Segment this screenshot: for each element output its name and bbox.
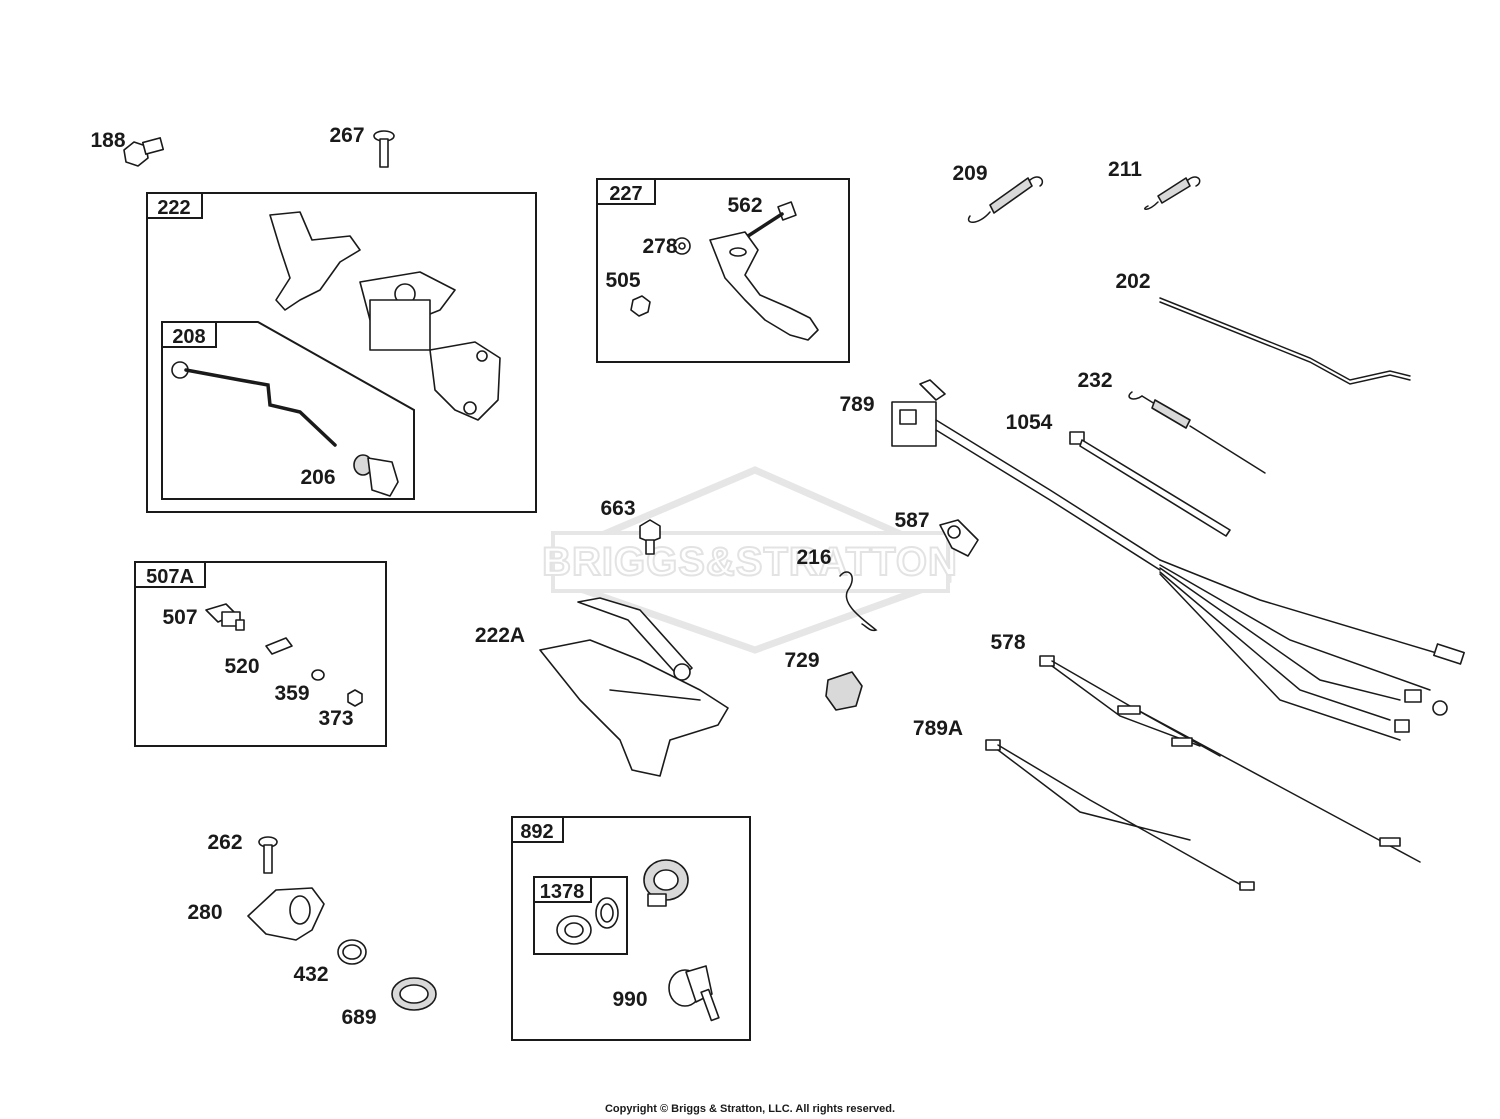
part-label-202: 202: [1115, 270, 1150, 293]
part-689-spring-icon[interactable]: [391, 977, 437, 1011]
part-label-663: 663: [600, 497, 635, 520]
part-789-wiring-harness-icon[interactable]: [891, 379, 1465, 741]
part-209-spring-icon[interactable]: [967, 176, 1044, 223]
part-label-232: 232: [1077, 369, 1112, 392]
part-label-280: 280: [187, 901, 222, 924]
part-280-bracket-icon[interactable]: [247, 887, 325, 941]
group-label-507A: 507A: [146, 566, 194, 588]
part-990-key-switch-icon[interactable]: [668, 965, 720, 1022]
part-label-789A: 789A: [913, 717, 963, 740]
part-520-terminal-icon[interactable]: [265, 637, 293, 655]
part-216-spring-clip-icon[interactable]: [839, 571, 878, 632]
part-232-spring-icon[interactable]: [1128, 391, 1266, 474]
part-359-washer-icon[interactable]: [311, 669, 325, 681]
watermark-text: BRIGGS&STRATTON: [542, 540, 958, 584]
part-label-562: 562: [727, 194, 762, 217]
part-label-206: 206: [300, 466, 335, 489]
part-206-knob-icon[interactable]: [353, 454, 399, 497]
part-208-link-rod-icon[interactable]: [171, 361, 337, 447]
group-label-227: 227: [609, 183, 642, 205]
part-262-bolt-icon[interactable]: [258, 836, 278, 874]
part-label-278: 278: [642, 235, 677, 258]
part-label-432: 432: [293, 963, 328, 986]
part-label-729: 729: [784, 649, 819, 672]
part-label-990: 990: [612, 988, 647, 1011]
group-227[interactable]: 227: [596, 178, 850, 363]
part-562-bolt-icon[interactable]: [746, 201, 797, 238]
part-label-789: 789: [839, 393, 874, 416]
part-188-bolt-icon[interactable]: [123, 137, 165, 167]
part-label-267: 267: [329, 124, 364, 147]
part-1054-cable-tie-icon[interactable]: [1069, 431, 1231, 537]
part-278-washer-icon[interactable]: [673, 237, 691, 255]
part-label-211: 211: [1108, 158, 1142, 181]
part-587-clamp-icon[interactable]: [939, 519, 979, 557]
group-label-892: 892: [520, 821, 553, 843]
part-1378-nut-washer-icon[interactable]: [556, 897, 619, 945]
part-202-rod-icon[interactable]: [1159, 297, 1411, 385]
group-222[interactable]: 222: [146, 192, 537, 513]
part-label-209: 209: [952, 162, 987, 185]
part-222A-control-plate-icon[interactable]: [539, 597, 729, 777]
group-1378[interactable]: 1378: [533, 876, 628, 955]
part-label-359: 359: [274, 682, 309, 705]
part-label-216: 216: [796, 546, 831, 569]
part-507-switch-icon[interactable]: [205, 603, 245, 631]
part-label-188: 188: [90, 129, 125, 152]
part-267-bolt-icon[interactable]: [373, 130, 395, 168]
part-label-222A: 222A: [475, 624, 525, 647]
group-label-1378: 1378: [540, 881, 585, 903]
group-208[interactable]: 208: [161, 321, 415, 500]
part-432-collar-icon[interactable]: [337, 939, 367, 965]
part-789A-wiring-icon[interactable]: [985, 739, 1255, 891]
part-892-ignition-switch-icon[interactable]: [643, 859, 689, 907]
part-label-689: 689: [341, 1006, 376, 1029]
part-222-control-bracket-icon[interactable]: [269, 211, 501, 421]
part-label-587: 587: [894, 509, 929, 532]
part-227-lever-bracket-icon[interactable]: [709, 231, 819, 341]
group-label-222: 222: [157, 197, 190, 219]
part-505-nut-icon[interactable]: [630, 295, 651, 317]
part-211-spring-icon[interactable]: [1144, 176, 1201, 210]
part-label-373: 373: [318, 707, 353, 730]
part-578-wiring-icon[interactable]: [1039, 655, 1421, 863]
part-label-505: 505: [605, 269, 640, 292]
group-892[interactable]: 892: [511, 816, 751, 1041]
part-663-bolt-icon[interactable]: [639, 519, 661, 555]
part-label-578: 578: [990, 631, 1025, 654]
part-label-520: 520: [224, 655, 259, 678]
part-label-507: 507: [162, 606, 197, 629]
copyright-notice: Copyright © Briggs & Stratton, LLC. All …: [604, 1103, 896, 1115]
part-label-1054: 1054: [1006, 411, 1053, 434]
part-label-262: 262: [207, 831, 242, 854]
group-label-208: 208: [172, 326, 205, 348]
part-373-nut-icon[interactable]: [347, 689, 363, 707]
group-507A[interactable]: 507A: [134, 561, 387, 747]
part-729-cap-icon[interactable]: [825, 671, 863, 711]
watermark: BRIGGS&STRATTON: [541, 466, 958, 654]
